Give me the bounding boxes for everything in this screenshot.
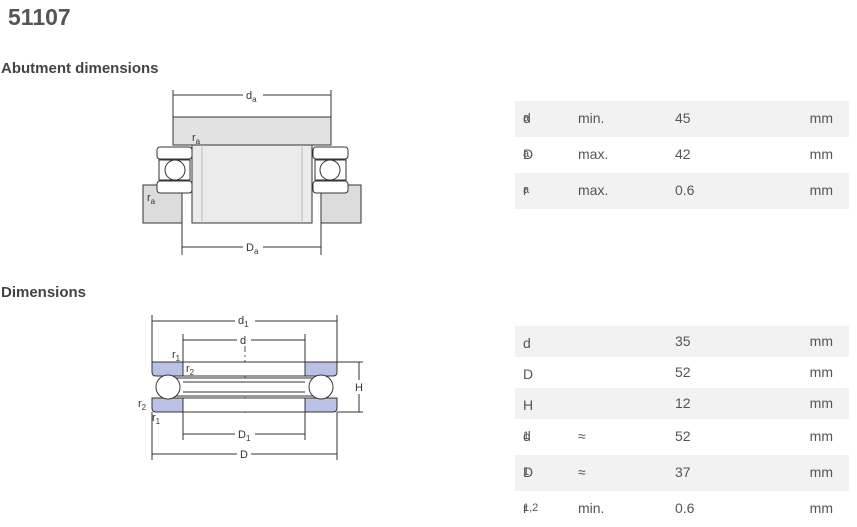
label-r1-top: r1 (172, 349, 181, 363)
washer-bottom-right (304, 397, 338, 413)
ball-right (308, 374, 334, 400)
value: 52 (675, 428, 691, 444)
washer-bottom-left (151, 397, 184, 413)
qualifier: min. (578, 110, 605, 126)
right-washer-bottom (312, 180, 349, 194)
value: 52 (675, 364, 691, 380)
label-Da: Da (246, 242, 259, 256)
qualifier: max. (578, 146, 609, 162)
value: 37 (675, 464, 691, 480)
qualifier: ≈ (578, 428, 586, 444)
value: 35 (675, 333, 691, 349)
unit: mm (809, 464, 833, 480)
shaft-top (172, 116, 332, 146)
label-da: da (246, 90, 257, 104)
table-row: D 52 mm (515, 357, 849, 388)
unit: mm (809, 333, 833, 349)
unit: mm (809, 364, 833, 380)
table-row: H 12 mm (515, 388, 849, 419)
label-r1-bottom: r1 (152, 412, 161, 426)
qualifier: max. (578, 182, 609, 198)
label-r2-top: r2 (186, 363, 195, 377)
left-washer-top (156, 146, 193, 160)
label-d1: d1 (238, 315, 249, 329)
label-D: D (240, 449, 248, 461)
page-title: 51107 (8, 4, 71, 30)
unit: mm (809, 182, 833, 198)
ball-left (155, 374, 181, 400)
unit: mm (809, 500, 833, 516)
left-washer-bottom (156, 180, 193, 194)
right-ball (319, 159, 341, 181)
unit: mm (809, 146, 833, 162)
dimensions-diagram: d1 d H r1 r2 r2 r1 (135, 310, 375, 470)
value: 42 (675, 146, 691, 162)
left-ball (164, 159, 186, 181)
table-row: d 35 mm (515, 326, 849, 357)
label-D1: D1 (238, 429, 251, 443)
unit: mm (809, 428, 833, 444)
shaft-body (191, 144, 313, 224)
right-washer-top (312, 146, 349, 160)
value: 0.6 (675, 182, 695, 198)
washer-top-right (304, 361, 338, 377)
unit: mm (809, 110, 833, 126)
label-r2-left: r2 (138, 398, 147, 412)
qualifier: min. (578, 500, 605, 516)
value: 12 (675, 395, 691, 411)
abutment-diagram: da Da ra ra (135, 85, 370, 265)
label-H: H (355, 382, 363, 394)
section-title-abutment: Abutment dimensions (1, 60, 159, 77)
value: 45 (675, 110, 691, 126)
unit: mm (809, 395, 833, 411)
qualifier: ≈ (578, 464, 586, 480)
label-ra-left: ra (147, 192, 156, 206)
section-title-dimensions: Dimensions (1, 284, 87, 301)
label-d: d (240, 335, 246, 347)
washer-top-left (151, 361, 184, 377)
label-ra-top: ra (192, 132, 201, 146)
value: 0.6 (675, 500, 695, 516)
